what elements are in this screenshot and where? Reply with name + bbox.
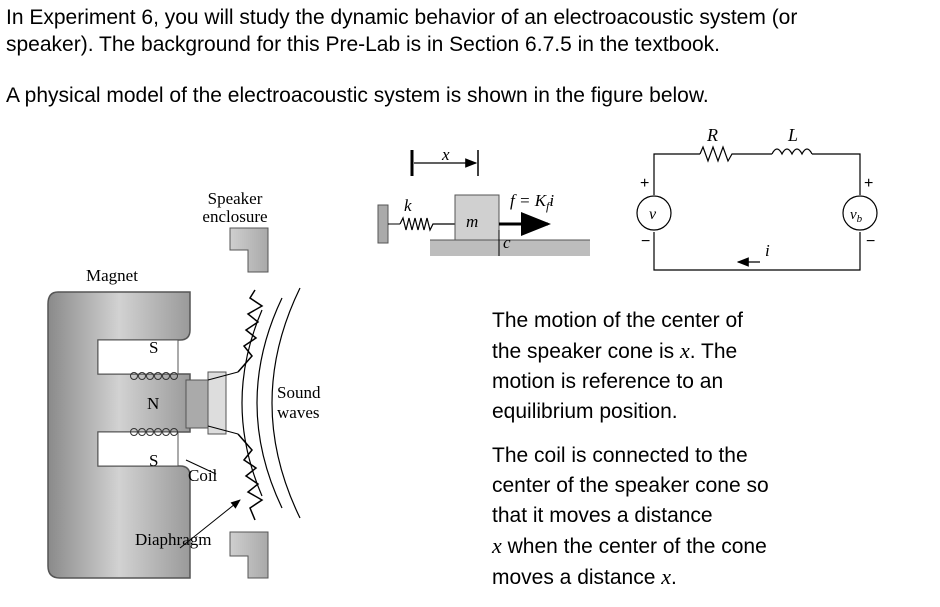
vb-minus-sign: − <box>866 233 875 250</box>
magnet-body <box>47 291 191 579</box>
mass-block <box>454 194 500 241</box>
voltage-source-vb <box>842 195 878 231</box>
v-label: v <box>649 206 657 223</box>
i-label: i <box>765 241 770 260</box>
force-label: f = Kfi <box>510 191 554 213</box>
paragraph-coil: The coil is connected to the center of t… <box>492 441 932 593</box>
m-label: m <box>466 212 478 231</box>
p1-line-3: motion is reference to an <box>492 370 724 393</box>
mechanical-model: x k m c f = Kfi <box>377 145 590 256</box>
paragraph-motion: The motion of the center of the speaker … <box>492 306 932 427</box>
p2-line-4: x when the center of the cone <box>492 533 767 558</box>
voltage-source-v <box>636 195 672 231</box>
pole-s-bottom: S <box>149 451 158 470</box>
intro-line-3: A physical model of the electroacoustic … <box>6 84 709 107</box>
p2-line-5: moves a distance x. <box>492 564 677 589</box>
circuit-labels: R L v vb i + − + − <box>640 125 875 260</box>
p1-line-4: equilibrium position. <box>492 400 678 423</box>
k-label: k <box>404 196 412 215</box>
enclosure-label: Speaker <box>208 189 263 208</box>
l-label: L <box>787 125 798 145</box>
intro-line-2: speaker). The background for this Pre-La… <box>6 33 721 56</box>
v-plus-sign: + <box>640 175 649 192</box>
r-label: R <box>706 125 718 145</box>
intro-paragraph: In Experiment 6, you will study the dyna… <box>6 4 931 58</box>
electrical-circuit <box>636 145 878 271</box>
coil-windings <box>130 372 178 436</box>
p1-line-1: The motion of the center of <box>492 309 743 332</box>
x-label: x <box>441 145 450 164</box>
sound-label: Sound <box>277 383 321 402</box>
enclosure-bottom <box>229 531 269 579</box>
speaker-figure: Speaker enclosure Magnet S N S Sound wav… <box>47 189 321 579</box>
sound-label-2: waves <box>277 403 319 422</box>
v-minus-sign: − <box>641 233 650 250</box>
pole-s-top: S <box>149 338 158 357</box>
vb-label: vb <box>850 207 863 225</box>
c-label: c <box>503 233 511 252</box>
pole-n: N <box>147 394 159 413</box>
vb-plus-sign: + <box>864 175 873 192</box>
enclosure-label-2: enclosure <box>202 207 267 226</box>
enclosure-top <box>229 227 269 273</box>
diaphragm-label: Diaphragm <box>135 530 211 549</box>
p2-line-1: The coil is connected to the <box>492 444 748 467</box>
sound-wave-arcs <box>241 287 301 519</box>
p2-line-2: center of the speaker cone so <box>492 474 769 497</box>
intro-line-1: In Experiment 6, you will study the dyna… <box>6 6 798 29</box>
magnet-label: Magnet <box>86 266 138 285</box>
p2-line-3: that it moves a distance <box>492 504 713 527</box>
coil-label: Coil <box>188 466 218 485</box>
p1-line-2: the speaker cone is x. The <box>492 338 738 363</box>
